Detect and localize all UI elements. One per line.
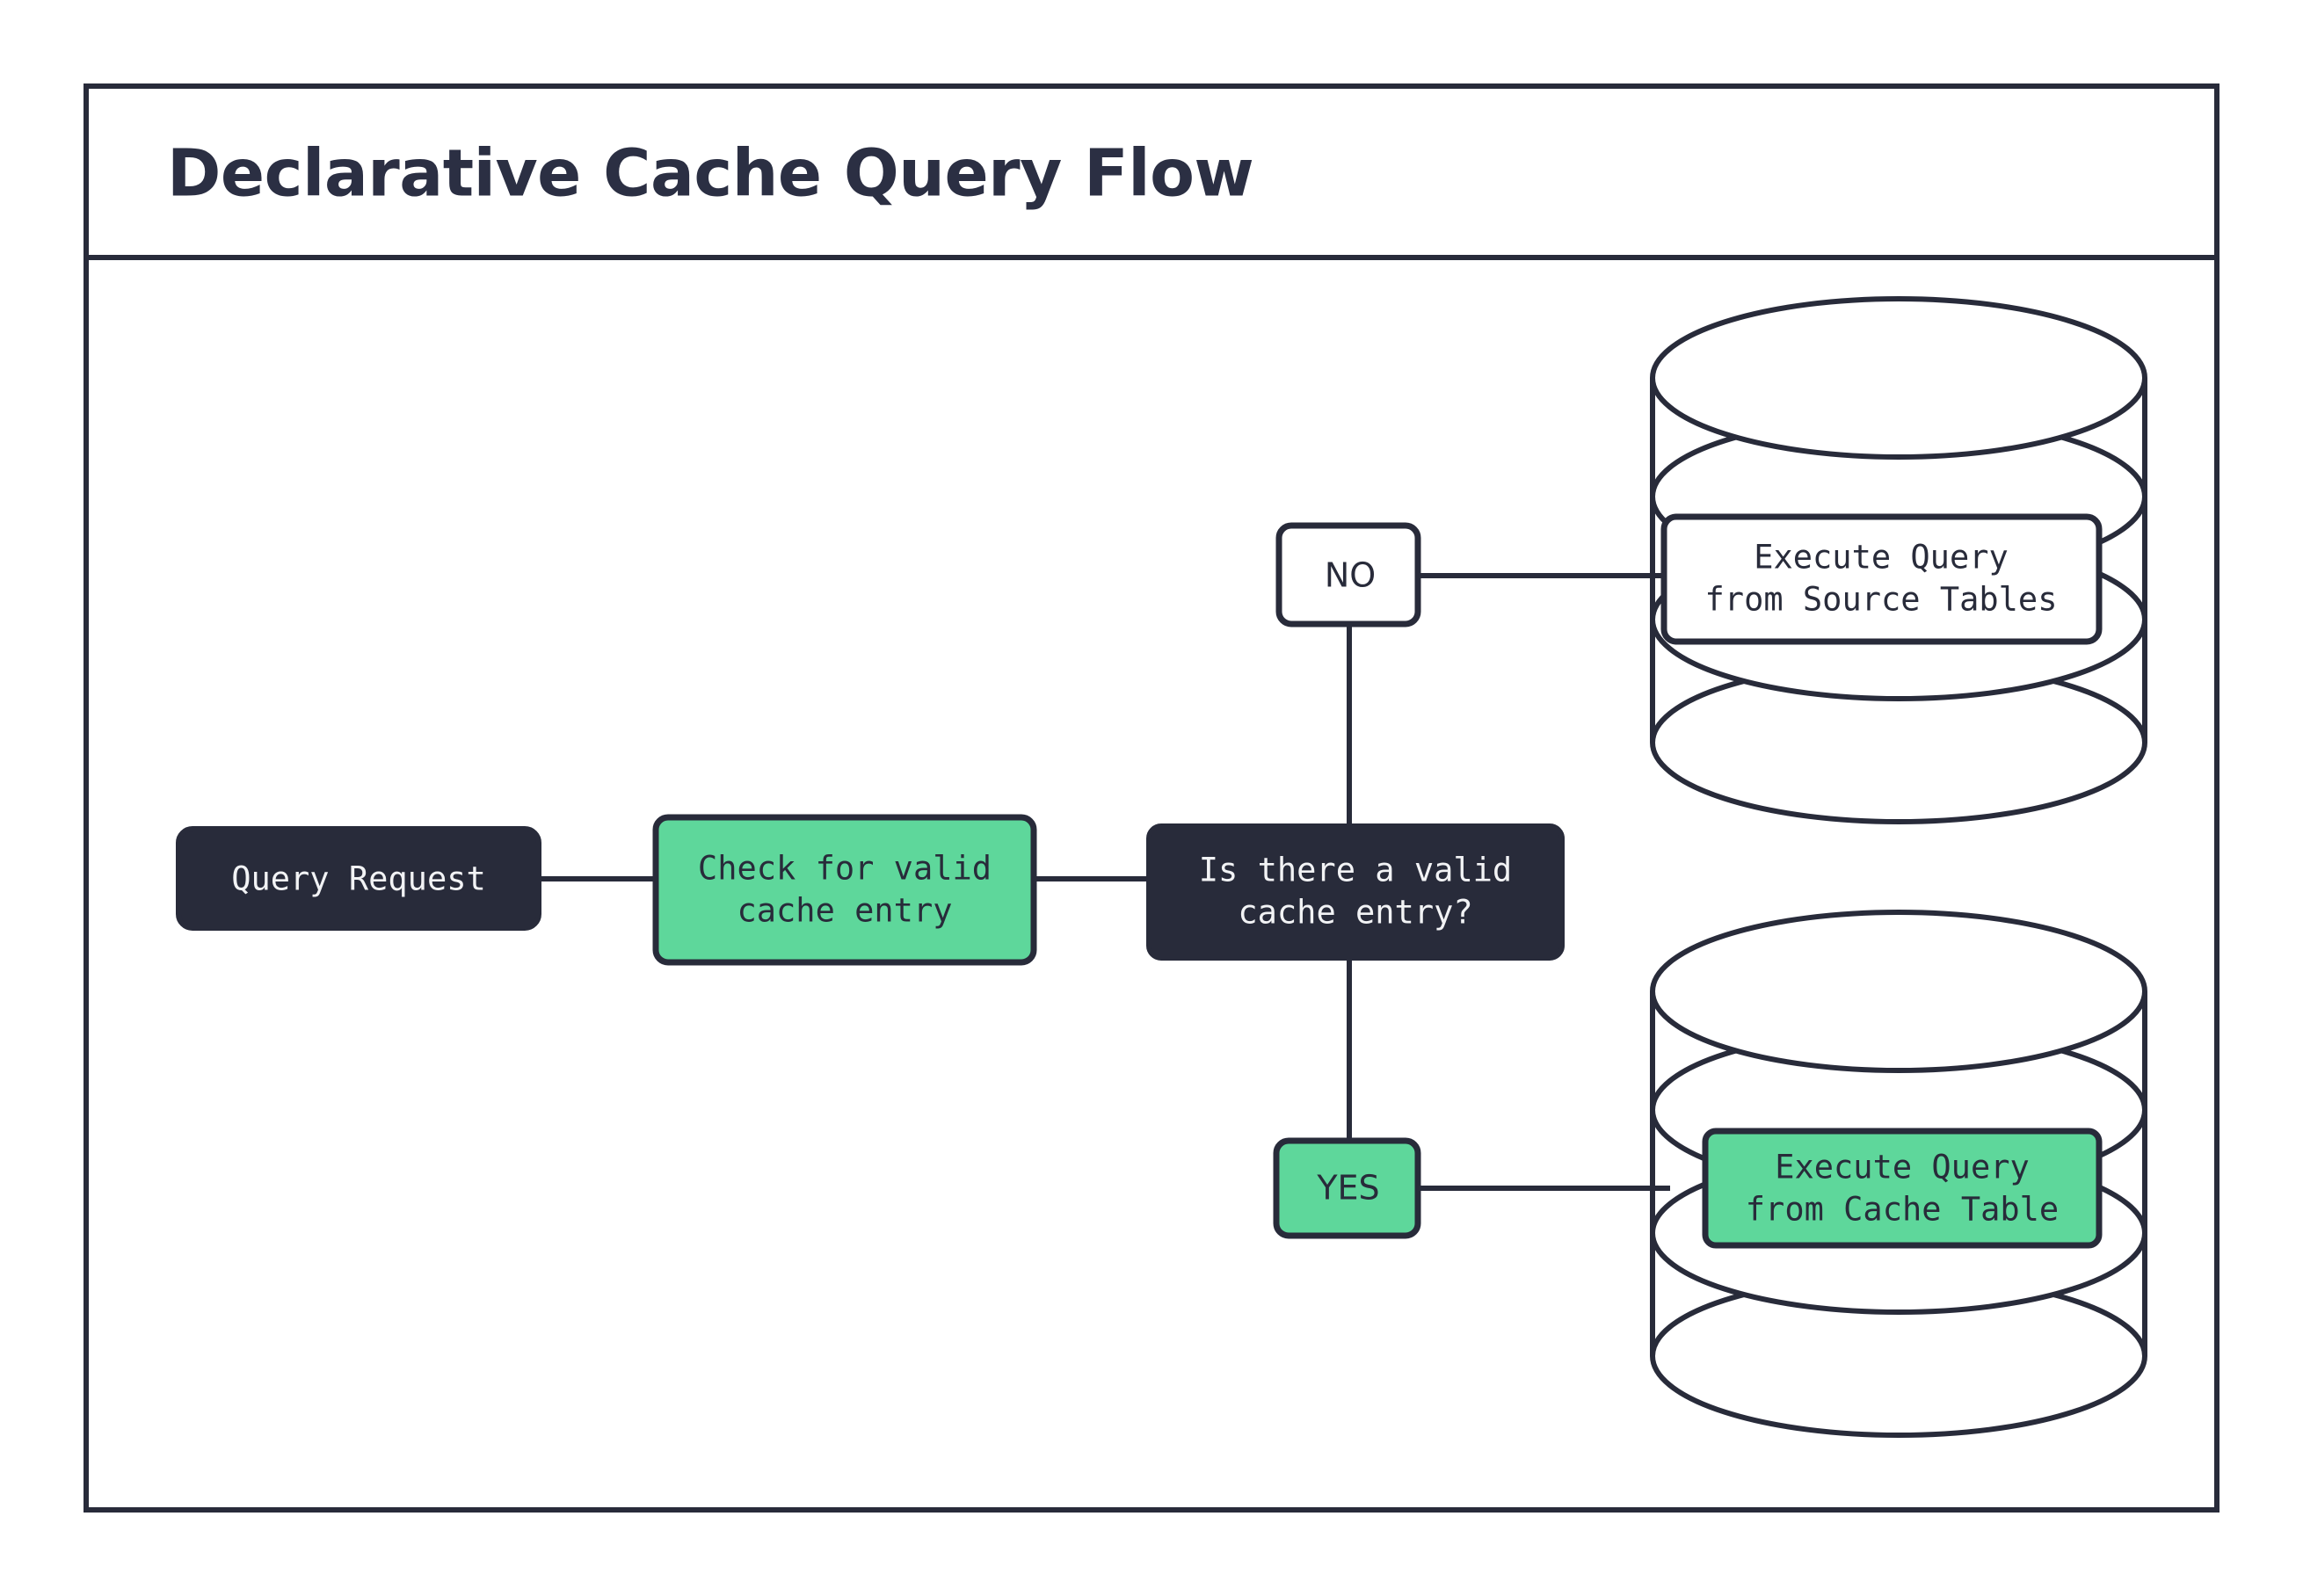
cylinder-disc-top-cache — [1650, 910, 2147, 1073]
node-decision-line-1: Is there a valid — [1199, 852, 1512, 889]
branch-label-yes-text: YES — [1316, 1169, 1379, 1208]
node-query-request-box — [176, 826, 541, 931]
node-source-tables-line-1: Execute Query — [1754, 539, 2009, 577]
node-decision-box — [1146, 823, 1565, 961]
branch-label-no[interactable]: NO — [1275, 522, 1421, 628]
node-decision[interactable]: Is there a valid cache entry? — [1146, 823, 1565, 961]
cylinder-disc-top-source — [1650, 296, 2147, 460]
node-check-cache-box — [652, 814, 1037, 966]
page-title: Declarative Cache Query Flow — [167, 136, 1253, 212]
branch-label-yes[interactable]: YES — [1273, 1137, 1421, 1239]
node-query-request-label: Query Request — [231, 860, 486, 898]
node-decision-line-2: cache entry? — [1238, 894, 1472, 932]
node-cache-table-line-1: Execute Query — [1775, 1149, 2030, 1186]
node-check-cache-line-2: cache entry — [737, 892, 952, 930]
node-source-tables-line-2: from Source Tables — [1705, 581, 2058, 619]
node-query-request[interactable]: Query Request — [176, 826, 541, 931]
node-source-tables-plate — [1660, 513, 2103, 645]
node-check-cache[interactable]: Check for valid cache entry — [652, 814, 1037, 966]
node-check-cache-line-1: Check for valid — [698, 850, 992, 888]
branch-label-no-box — [1275, 522, 1421, 628]
branch-label-yes-box — [1273, 1137, 1421, 1239]
database-cylinder-cache-table[interactable]: Execute Query from Cache Table — [1650, 910, 2147, 1438]
database-cylinder-source-tables[interactable]: Execute Query from Source Tables — [1650, 296, 2147, 824]
branch-label-no-text: NO — [1325, 556, 1376, 595]
node-cache-table-line-2: from Cache Table — [1746, 1191, 2059, 1229]
node-cache-table-plate — [1702, 1128, 2103, 1249]
